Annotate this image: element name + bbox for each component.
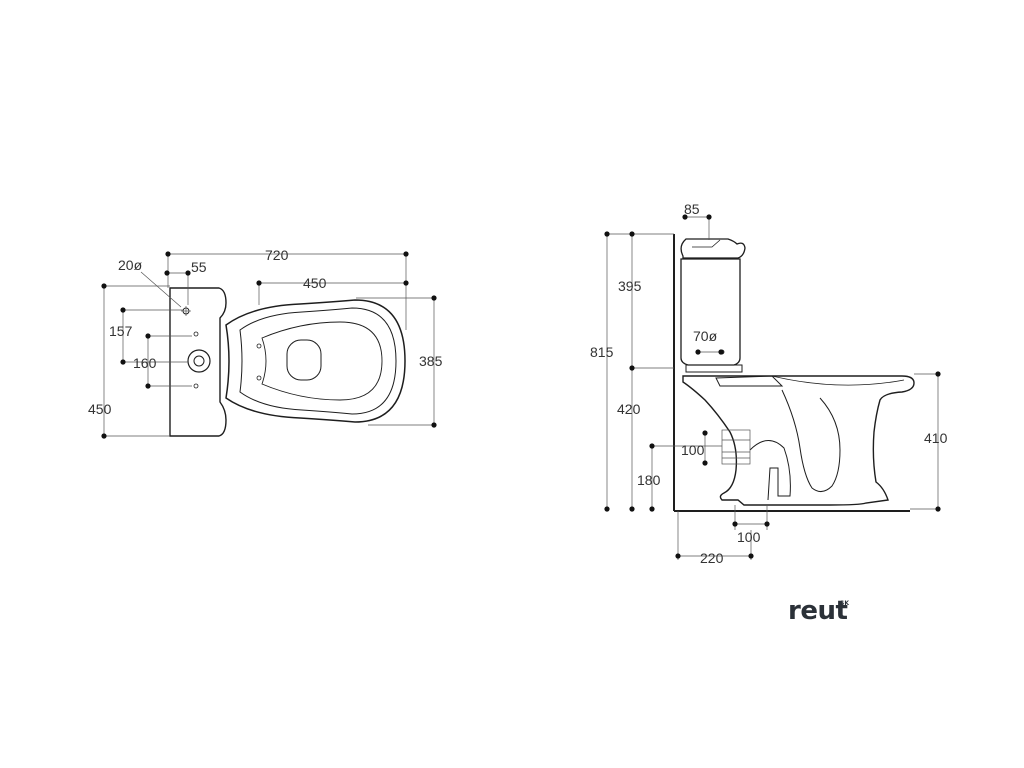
side-view-outlet bbox=[721, 429, 751, 465]
dim-dot bbox=[629, 231, 635, 237]
dim-label-bowl-length: 450 bbox=[303, 275, 327, 291]
dim-dot bbox=[604, 231, 610, 237]
brand-logo: reut SK bbox=[788, 596, 849, 630]
dim-dot bbox=[695, 349, 701, 355]
dim-label-hole-b: 160 bbox=[133, 355, 157, 371]
dim-dot bbox=[101, 283, 107, 289]
side-view: 85 395 815 70ø 420 100 180 410 100 220 bbox=[590, 201, 948, 566]
top-view-bowl-inner bbox=[261, 321, 383, 401]
top-view-flush-outer bbox=[187, 349, 211, 373]
side-view-trap-inner bbox=[749, 440, 791, 501]
dim-dot bbox=[629, 506, 635, 512]
dim-dot bbox=[403, 251, 409, 257]
dim-dot bbox=[403, 280, 409, 286]
dim-dot bbox=[165, 251, 171, 257]
side-view-seat bbox=[715, 375, 784, 387]
dim-label-outlet-dia: 100 bbox=[681, 442, 705, 458]
dim-label-total-length: 720 bbox=[265, 247, 289, 263]
dim-dot bbox=[604, 506, 610, 512]
dim-dot bbox=[629, 365, 635, 371]
side-view-tank-lid bbox=[680, 238, 746, 259]
dim-dot bbox=[164, 270, 170, 276]
side-view-tank bbox=[680, 258, 741, 366]
dim-dot bbox=[732, 521, 738, 527]
dim-dot bbox=[649, 443, 655, 449]
dim-dot bbox=[120, 359, 126, 365]
top-view-cistern bbox=[169, 287, 227, 437]
dim-dot bbox=[101, 433, 107, 439]
side-view-lid-detail bbox=[692, 239, 721, 248]
dim-dot bbox=[935, 371, 941, 377]
dim-dot bbox=[718, 349, 724, 355]
dim-label-bowl-width: 385 bbox=[419, 353, 443, 369]
dim-dot bbox=[145, 333, 151, 339]
dim-dot bbox=[682, 214, 688, 220]
dim-label-offset: 55 bbox=[191, 259, 207, 275]
brand-suffix: SK bbox=[840, 600, 849, 607]
top-view-seat-hinge-hole bbox=[256, 343, 262, 349]
brand-name: reut bbox=[788, 596, 848, 626]
top-view-screw-hole bbox=[193, 331, 199, 337]
dim-dot bbox=[935, 506, 941, 512]
top-view-bowl-rim bbox=[239, 307, 397, 415]
side-view-trap bbox=[781, 389, 841, 492]
dim-dot bbox=[706, 214, 712, 220]
dim-dot bbox=[675, 553, 681, 559]
dim-label-total-height: 815 bbox=[590, 344, 614, 360]
dim-label-inlet-dia: 70ø bbox=[693, 328, 718, 344]
dim-dot bbox=[649, 506, 655, 512]
top-view-drain bbox=[286, 339, 322, 381]
dim-label-width: 450 bbox=[88, 401, 112, 417]
dim-label-tank-height: 395 bbox=[618, 278, 642, 294]
dim-dot bbox=[256, 280, 262, 286]
dim-dot bbox=[185, 270, 191, 276]
top-view-screw-hole bbox=[193, 383, 199, 389]
dim-label-bowl-height: 410 bbox=[924, 430, 948, 446]
side-view-tank-base bbox=[685, 364, 743, 373]
dim-label-floor-outlet: 100 bbox=[737, 529, 761, 545]
side-view-bowl bbox=[682, 375, 915, 506]
dim-label-hole-a: 157 bbox=[109, 323, 133, 339]
top-view-seat-hinge-hole bbox=[256, 375, 262, 381]
dim-dot bbox=[431, 422, 437, 428]
dim-dot bbox=[145, 383, 151, 389]
dim-dot bbox=[748, 553, 754, 559]
dim-dot bbox=[764, 521, 770, 527]
dim-dot bbox=[702, 460, 708, 466]
dim-label-outlet-height: 180 bbox=[637, 472, 661, 488]
dim-label-tank-depth: 85 bbox=[684, 201, 700, 217]
leader-line bbox=[140, 271, 182, 308]
dim-label-hole-dia: 20ø bbox=[118, 257, 143, 273]
top-view-bowl-outer bbox=[225, 299, 406, 423]
dim-dot bbox=[431, 295, 437, 301]
top-view-flush-inner bbox=[193, 355, 205, 367]
top-view: 20ø 55 720 450 157 160 450 385 bbox=[88, 247, 443, 439]
dim-label-seat-height: 420 bbox=[617, 401, 641, 417]
dim-label-wall-distance: 220 bbox=[700, 550, 724, 566]
dim-dot bbox=[120, 307, 126, 313]
side-view-seat-rim bbox=[771, 375, 905, 386]
dim-dot bbox=[702, 430, 708, 436]
